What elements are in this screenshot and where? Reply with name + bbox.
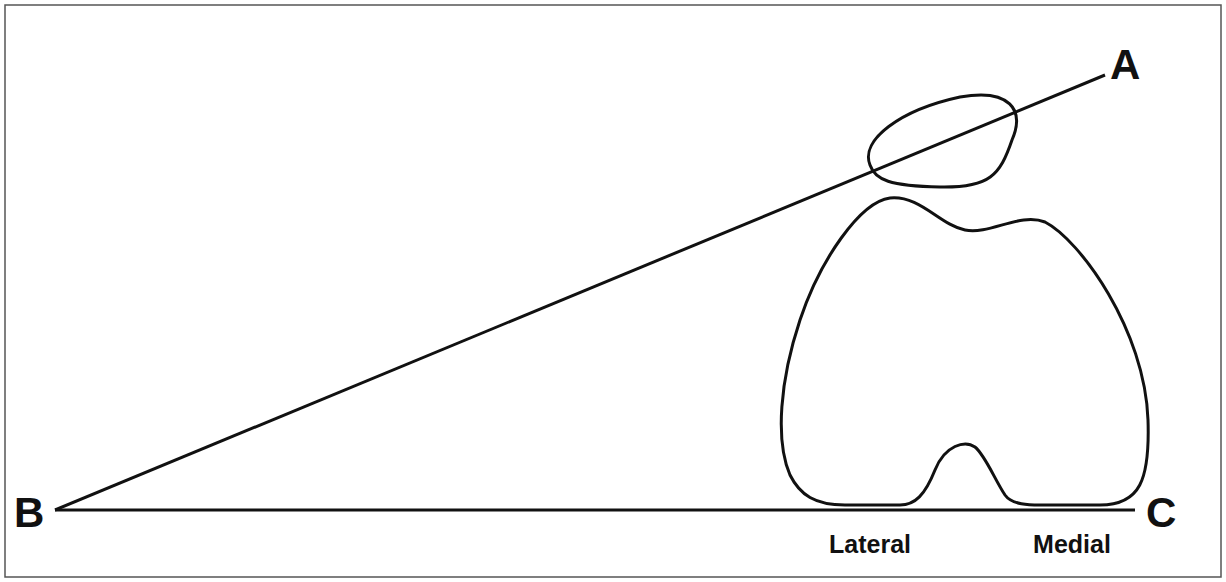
point-label: B xyxy=(14,492,44,534)
side-label: Lateral xyxy=(829,532,911,557)
baseline xyxy=(55,509,1135,512)
point-label: A xyxy=(1110,44,1140,86)
tilt-line xyxy=(55,75,1105,510)
patella-outline xyxy=(868,95,1016,187)
femur-outline xyxy=(781,198,1148,505)
point-label: C xyxy=(1146,492,1176,534)
frame-border xyxy=(5,5,1221,577)
side-label: Medial xyxy=(1033,532,1111,557)
